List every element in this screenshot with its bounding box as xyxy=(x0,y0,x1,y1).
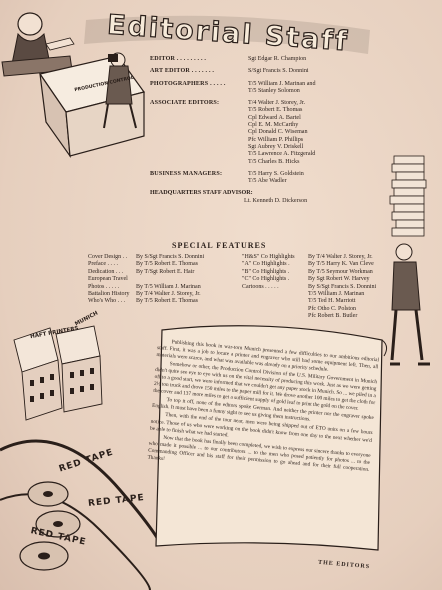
staff-row-art-editor: ART EDITOR . . . . . . . S/Sgt Francis S… xyxy=(150,68,440,75)
title-banner: Editorial Staff xyxy=(78,9,378,58)
feature-credit: By T/5 Robert E. Thomas xyxy=(136,261,198,268)
feature-row: European Travel xyxy=(88,276,208,283)
feature-label: "C" Co Highlights . xyxy=(242,276,290,283)
feature-row: Who's Who . . . By T/5 Robert E. Thomas xyxy=(88,298,208,305)
feature-credit: T/5 William J. Marinan xyxy=(308,291,365,298)
features-left-column: Cover Design . . By S/Sgt Francis S. Donn… xyxy=(88,254,208,306)
feature-credit: Pfc Robert B. Butler xyxy=(308,313,358,320)
red-tape-illustration xyxy=(0,325,160,590)
staff-row-editor: EDITOR . . . . . . . . . Sgt Edgar R. Ch… xyxy=(150,56,440,63)
feature-row: Photos . . . . . By T/5 William J. Marina… xyxy=(88,284,208,291)
feature-label: Cover Design . . xyxy=(88,254,128,260)
staff-name: T/5 Stanley Solomon xyxy=(248,87,300,94)
special-features-heading: SPECIAL FEATURES xyxy=(172,241,267,250)
role-label: BUSINESS MANAGERS: xyxy=(150,170,223,177)
feature-credit: By T/4 Walter J. Storey, Jr. xyxy=(308,254,373,260)
feature-row: Preface . . . . By T/5 Robert E. Thomas xyxy=(88,261,208,268)
feature-row: Cartoons . . . . . By S/Sgt Francis S. Do… xyxy=(242,284,422,291)
staff-name: Cpl E. M. McCarthy xyxy=(248,122,299,129)
feature-credit: By S/Sgt Francis S. Donnini xyxy=(308,283,377,290)
feature-credit: By Sgt Robert W. Harvey xyxy=(308,276,370,283)
staff-name: T/4 Walter J. Storey, Jr. xyxy=(248,100,306,107)
feature-row: Dedication . . . By T/Sgt Robert E. Hair xyxy=(88,269,208,276)
feature-label: Preface . . . . xyxy=(88,261,118,268)
staff-name: T/5 Abe Wadler xyxy=(248,178,287,185)
hq-advisor-name: Lt. Kenneth D. Dickerson xyxy=(244,197,308,204)
staff-name: T/5 Robert E. Thomas xyxy=(248,107,303,114)
feature-credit: By T/4 Walter J. Storey, Jr. xyxy=(136,291,201,298)
feature-label: Photos . . . . . xyxy=(88,283,120,290)
staff-name: Cpl Donald C. Wiseman xyxy=(248,129,308,136)
staff-name: Sgt Aubrey V. Driskell xyxy=(248,143,304,150)
feature-credit: By T/5 Seymour Workman xyxy=(308,268,373,275)
hq-advisor-label: HEADQUARTERS STAFF ADVISOR: xyxy=(150,190,253,197)
staff-name: S/Sgt Francis S. Donnini xyxy=(248,68,309,75)
feature-credit: By T/5 William J. Marinan xyxy=(136,283,201,290)
feature-row: "C" Co Highlights . By Sgt Robert W. Harv… xyxy=(242,276,422,283)
feature-row: "H&S" Co Highlights By T/4 Walter J. Stor… xyxy=(242,254,422,261)
feature-label: European Travel xyxy=(88,276,128,283)
feature-credit: Pfc Otho C. Polston xyxy=(308,305,357,312)
role-label: ASSOCIATE EDITORS: xyxy=(150,100,220,107)
feature-label: Cartoons . . . . . xyxy=(242,283,279,290)
feature-credit: By S/Sgt Francis S. Donnini xyxy=(136,254,205,260)
feature-row: Battalion History By T/4 Walter J. Storey… xyxy=(88,291,208,298)
staff-name: T/5 Harry S. Goldstein xyxy=(248,170,304,177)
book-stack-illustration xyxy=(389,155,430,366)
staff-row-photographers: PHOTOGRAPHERS . . . . . T/5 William J. M… xyxy=(150,81,440,96)
production-control-illustration xyxy=(1,12,146,159)
staff-row-associate-editors: ASSOCIATE EDITORS: T/4 Walter J. Storey,… xyxy=(150,100,440,166)
staff-row-business-managers: BUSINESS MANAGERS: T/5 Harry S. Goldstei… xyxy=(150,171,440,186)
feature-row: "B" Co Highlights . By T/5 Seymour Workma… xyxy=(242,269,422,276)
scroll-frame xyxy=(150,322,390,558)
staff-list: EDITOR . . . . . . . . . Sgt Edgar R. Ch… xyxy=(150,56,440,205)
role-label: PHOTOGRAPHERS . . . . . xyxy=(150,80,226,87)
staff-name: T/5 William J. Marinan and xyxy=(248,80,316,87)
feature-label: Who's Who . . . xyxy=(88,298,126,305)
staff-name: T/5 Charles B. Hicks xyxy=(248,158,300,165)
role-label: EDITOR . . . . . . . . . xyxy=(150,56,207,62)
role-label: ART EDITOR . . . . . . . xyxy=(150,68,215,75)
staff-name: Cpl Edward A. Bartel xyxy=(248,114,301,121)
staff-name: T/5 Lawrence A. Fitzgerald xyxy=(248,151,316,158)
features-right-column: "H&S" Co Highlights By T/4 Walter J. Stor… xyxy=(242,254,422,321)
feature-label: "A" Co Highlights . xyxy=(242,261,290,268)
feature-row: "A" Co Highlights . By T/5 Harry K. Van C… xyxy=(242,261,422,268)
signoff: THE EDITORS xyxy=(317,559,371,571)
editorial-body: Publishing this book in war-torn Munich … xyxy=(147,338,379,482)
feature-credit: By T/Sgt Robert E. Hair xyxy=(136,268,195,275)
feature-label: Battalion History xyxy=(88,291,130,298)
staff-name: Pfc William P. Phillips xyxy=(248,136,304,143)
feature-credit: By T/5 Harry K. Van Cleve xyxy=(308,261,374,268)
feature-label: "B" Co Highlights . xyxy=(242,268,290,275)
feature-credit: By T/5 Robert E. Thomas xyxy=(136,298,198,305)
feature-label: Dedication . . . xyxy=(88,268,124,275)
staff-name: Sgt Edgar R. Champion xyxy=(248,56,307,62)
feature-credit: T/5 Ted H. Marriott xyxy=(308,298,356,305)
feature-row: Cover Design . . By S/Sgt Francis S. Donn… xyxy=(88,254,208,261)
feature-label: "H&S" Co Highlights xyxy=(242,254,295,260)
